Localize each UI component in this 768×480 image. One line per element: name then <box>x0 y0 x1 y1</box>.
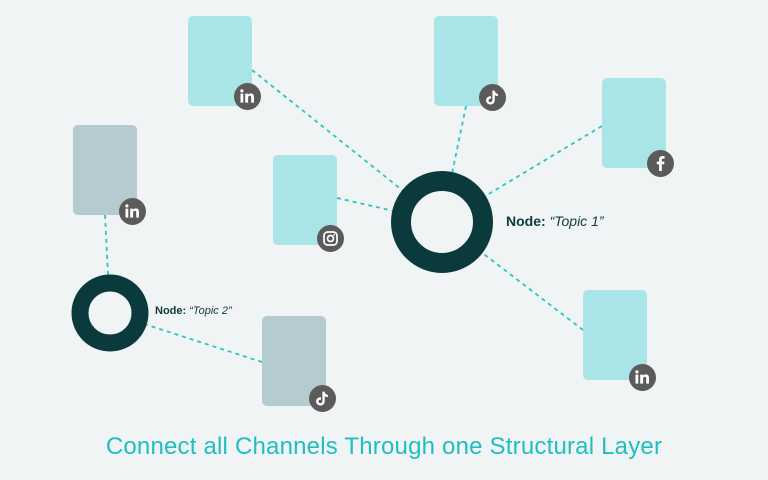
node-ring-topic1 <box>391 171 493 273</box>
connector-line-c7 <box>146 323 263 363</box>
node-label-value: “Topic 2” <box>189 305 232 317</box>
connector-line-c3 <box>485 125 603 197</box>
tiktok-icon <box>308 384 336 412</box>
caption: Connect all Channels Through one Structu… <box>105 433 663 460</box>
node-label-key: Node: <box>506 213 546 229</box>
connector-line-c1 <box>251 69 403 191</box>
node-label-topic-1: Node: “Topic 1” <box>506 213 604 229</box>
instagram-icon <box>316 224 344 252</box>
node-label-value: “Topic 1” <box>549 213 604 229</box>
connector-line-c4 <box>336 197 393 212</box>
linkedin-icon <box>233 82 261 110</box>
facebook-icon <box>646 149 674 177</box>
connector-line-c2 <box>451 105 467 173</box>
connector-line-c5 <box>481 252 584 331</box>
tiktok-icon <box>478 83 506 111</box>
node-label-key: Node: <box>155 305 187 317</box>
linkedin-icon <box>628 363 656 391</box>
node-ring-topic2 <box>71 274 149 352</box>
linkedin-icon <box>118 197 146 225</box>
node-label-topic-2: Node: “Topic 2” <box>155 305 232 317</box>
connector-line-c6 <box>104 214 109 275</box>
